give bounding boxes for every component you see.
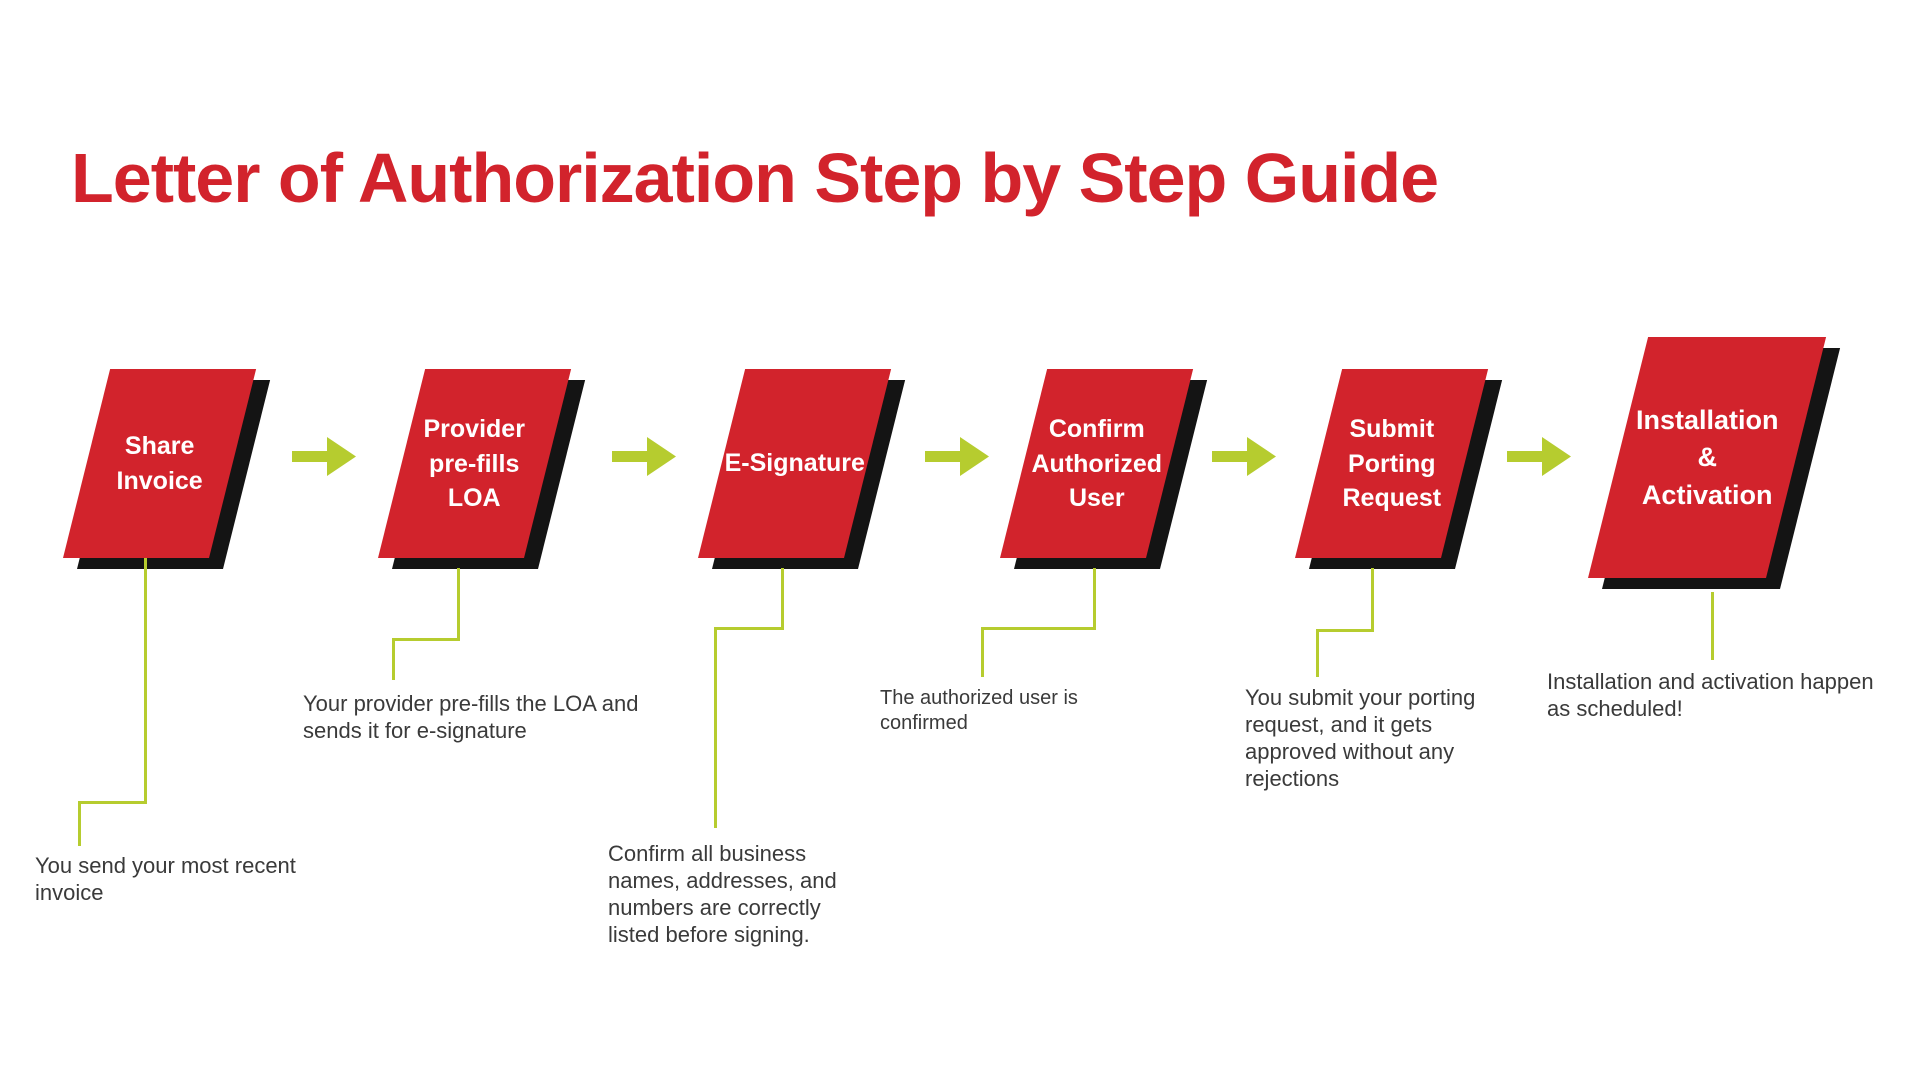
step-label: Installation & Activation [1635, 404, 1779, 510]
connector-line [714, 627, 784, 630]
arrow-right-icon [292, 434, 356, 479]
connector-line [1316, 629, 1374, 632]
step-card-e-signature: E-Signature [698, 369, 906, 569]
arrow-right-icon [1507, 434, 1571, 479]
step-label: Submit Porting Request [1342, 414, 1441, 512]
connector-line [144, 558, 147, 804]
connector-line [981, 627, 984, 677]
step-label: Confirm Authorized User [1031, 414, 1162, 512]
connector-line [78, 801, 81, 846]
step-card-submit-porting-request: Submit Porting Request [1295, 369, 1503, 569]
step-card-provider-prefills-loa: Provider pre-fills LOA [378, 369, 586, 569]
arrow-right-icon [925, 434, 989, 479]
connector-line [392, 638, 460, 641]
arrow-right-icon [612, 434, 676, 479]
connector-line [1711, 592, 1714, 660]
connector-line [1371, 568, 1374, 631]
step-label: Provider pre-fills LOA [423, 414, 526, 512]
step-description-share-invoice: You send your most recent invoice [35, 853, 296, 905]
connector-line [1093, 568, 1096, 629]
step-description-provider-prefills-loa: Your provider pre-fills the LOA and send… [303, 691, 639, 743]
step-card-share-invoice: Share Invoice [63, 369, 271, 569]
step-label: E-Signature [724, 449, 865, 478]
step-label: Share Invoice [116, 432, 203, 495]
step-description-e-signature: Confirm all business names, addresses, a… [608, 841, 837, 947]
connector-line [457, 568, 460, 640]
step-description-confirm-authorized-user: The authorized user is confirmed [880, 687, 1078, 734]
connector-line [714, 627, 717, 828]
connector-line [1316, 629, 1319, 677]
step-description-submit-porting-request: You submit your porting request, and it … [1245, 685, 1476, 791]
page-title: Letter of Authorization Step by Step Gui… [71, 139, 1439, 217]
connector-line [78, 801, 147, 804]
connector-line [981, 627, 1096, 630]
step-card-installation-activation: Installation & Activation [1588, 337, 1841, 589]
connector-line [781, 568, 784, 629]
step-description-installation-activation: Installation and activation happen as sc… [1547, 669, 1874, 721]
connector-line [392, 638, 395, 680]
arrow-right-icon [1212, 434, 1276, 479]
step-card-confirm-authorized-user: Confirm Authorized User [1000, 369, 1208, 569]
